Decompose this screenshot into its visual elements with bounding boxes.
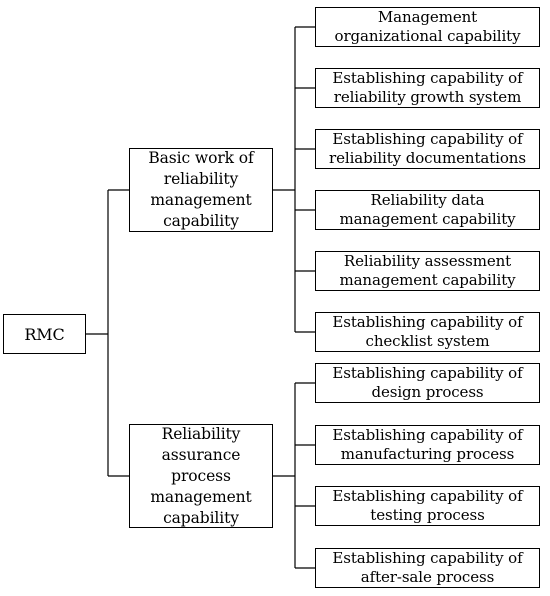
leaf-node-testing-process: Establishing capability of testing proce…	[315, 486, 540, 526]
leaf-node-reliability-documentations: Establishing capability of reliability d…	[315, 129, 540, 169]
leaf-node-manufacturing-process: Establishing capability of manufacturing…	[315, 425, 540, 465]
leaf-node-reliability-growth-system: Establishing capability of reliability g…	[315, 68, 540, 108]
leaf-node-label: Establishing capability of reliability g…	[332, 69, 523, 106]
branch-node-assurance-process: Reliability assurance process management…	[129, 424, 273, 528]
leaf-node-after-sale-process: Establishing capability of after-sale pr…	[315, 548, 540, 588]
leaf-node-label: Reliability assessment management capabi…	[339, 252, 516, 289]
leaf-node-label: Management organizational capability	[334, 8, 521, 45]
leaf-node-checklist-system: Establishing capability of checklist sys…	[315, 312, 540, 352]
branch-node-label: Reliability assurance process management…	[150, 424, 252, 527]
root-node: RMC	[3, 314, 86, 354]
leaf-node-management-organizational: Management organizational capability	[315, 7, 540, 47]
leaf-node-label: Establishing capability of manufacturing…	[332, 426, 523, 463]
leaf-node-label: Establishing capability of testing proce…	[332, 487, 523, 524]
leaf-node-reliability-assessment-management: Reliability assessment management capabi…	[315, 251, 540, 291]
leaf-node-label: Establishing capability of reliability d…	[329, 130, 526, 167]
branch-node-basic-work: Basic work of reliability management cap…	[129, 148, 273, 232]
leaf-node-label: Establishing capability of design proces…	[332, 364, 523, 401]
leaf-node-reliability-data-management: Reliability data management capability	[315, 190, 540, 230]
leaf-node-label: Reliability data management capability	[339, 191, 516, 228]
leaf-node-label: Establishing capability of after-sale pr…	[332, 549, 523, 586]
leaf-node-design-process: Establishing capability of design proces…	[315, 363, 540, 403]
leaf-node-label: Establishing capability of checklist sys…	[332, 313, 523, 350]
branch-node-label: Basic work of reliability management cap…	[148, 149, 254, 230]
root-node-label: RMC	[24, 324, 65, 344]
